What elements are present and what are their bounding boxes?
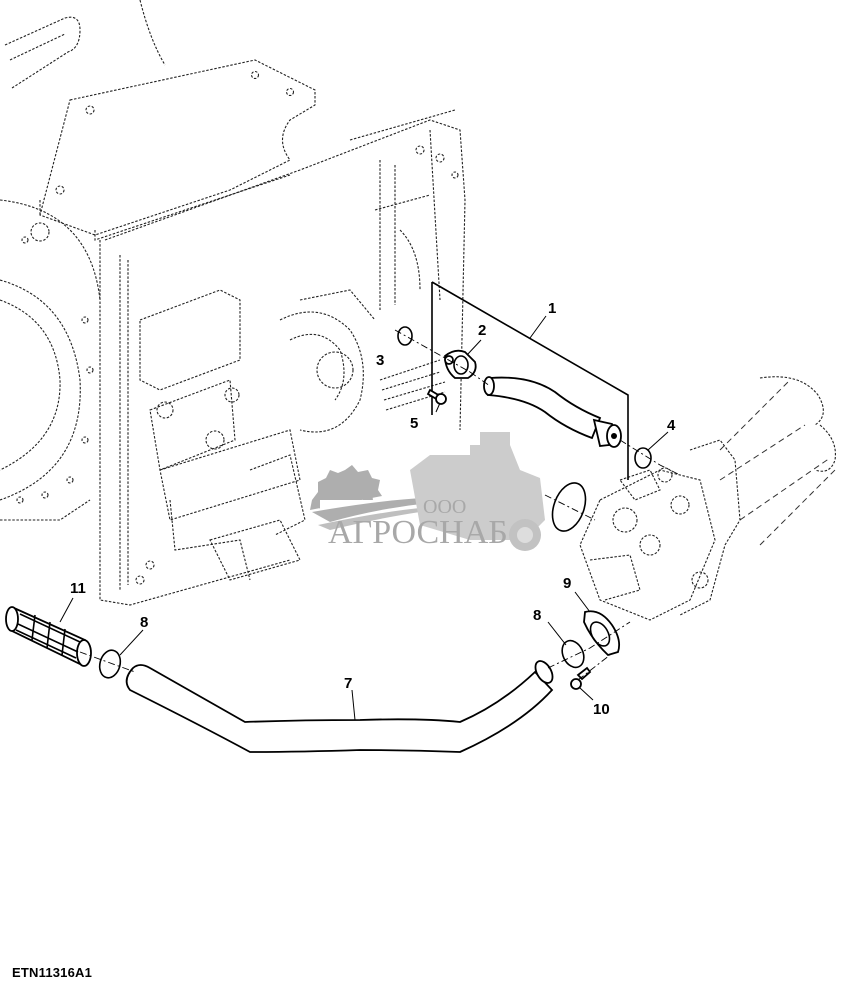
large-o-ring [551, 482, 587, 532]
part-1-hose [483, 376, 622, 448]
callout-7: 7 [344, 675, 352, 692]
transmission-housing [0, 0, 466, 606]
part-2-flange [444, 349, 477, 379]
assembly-axes [79, 329, 681, 681]
callout-2: 2 [478, 322, 486, 339]
part-9-flange [583, 610, 621, 657]
callout-8a: 8 [140, 614, 148, 631]
part-8b-o-ring [561, 639, 585, 669]
watermark-logo: ООО АГРОСНАБ [310, 432, 545, 551]
part-7-hose [125, 660, 554, 753]
watermark-prefix: ООО [423, 496, 466, 518]
callout-3: 3 [376, 352, 384, 369]
part-3-o-ring [397, 326, 413, 346]
callout-10: 10 [593, 701, 610, 718]
part-10-bolt [570, 666, 592, 690]
part-5-bolt [426, 388, 447, 405]
part-8a-o-ring [98, 649, 122, 679]
watermark-brand: АГРОСНАБ [328, 514, 508, 551]
callout-11: 11 [70, 580, 86, 597]
reference-code: ETN11316A1 [12, 965, 93, 980]
callout-leaders [59, 315, 669, 721]
callout-1: 1 [548, 300, 556, 317]
callout-labels: 1 2 3 4 5 7 8 8 9 10 11 [70, 300, 676, 718]
filter-valve-housing [579, 376, 836, 621]
part-4-o-ring [634, 447, 652, 469]
callout-8b: 8 [533, 607, 541, 624]
callout-5: 5 [410, 415, 418, 432]
part-11-strainer [5, 606, 92, 667]
callout-9: 9 [563, 575, 571, 592]
callout-4: 4 [667, 417, 676, 434]
